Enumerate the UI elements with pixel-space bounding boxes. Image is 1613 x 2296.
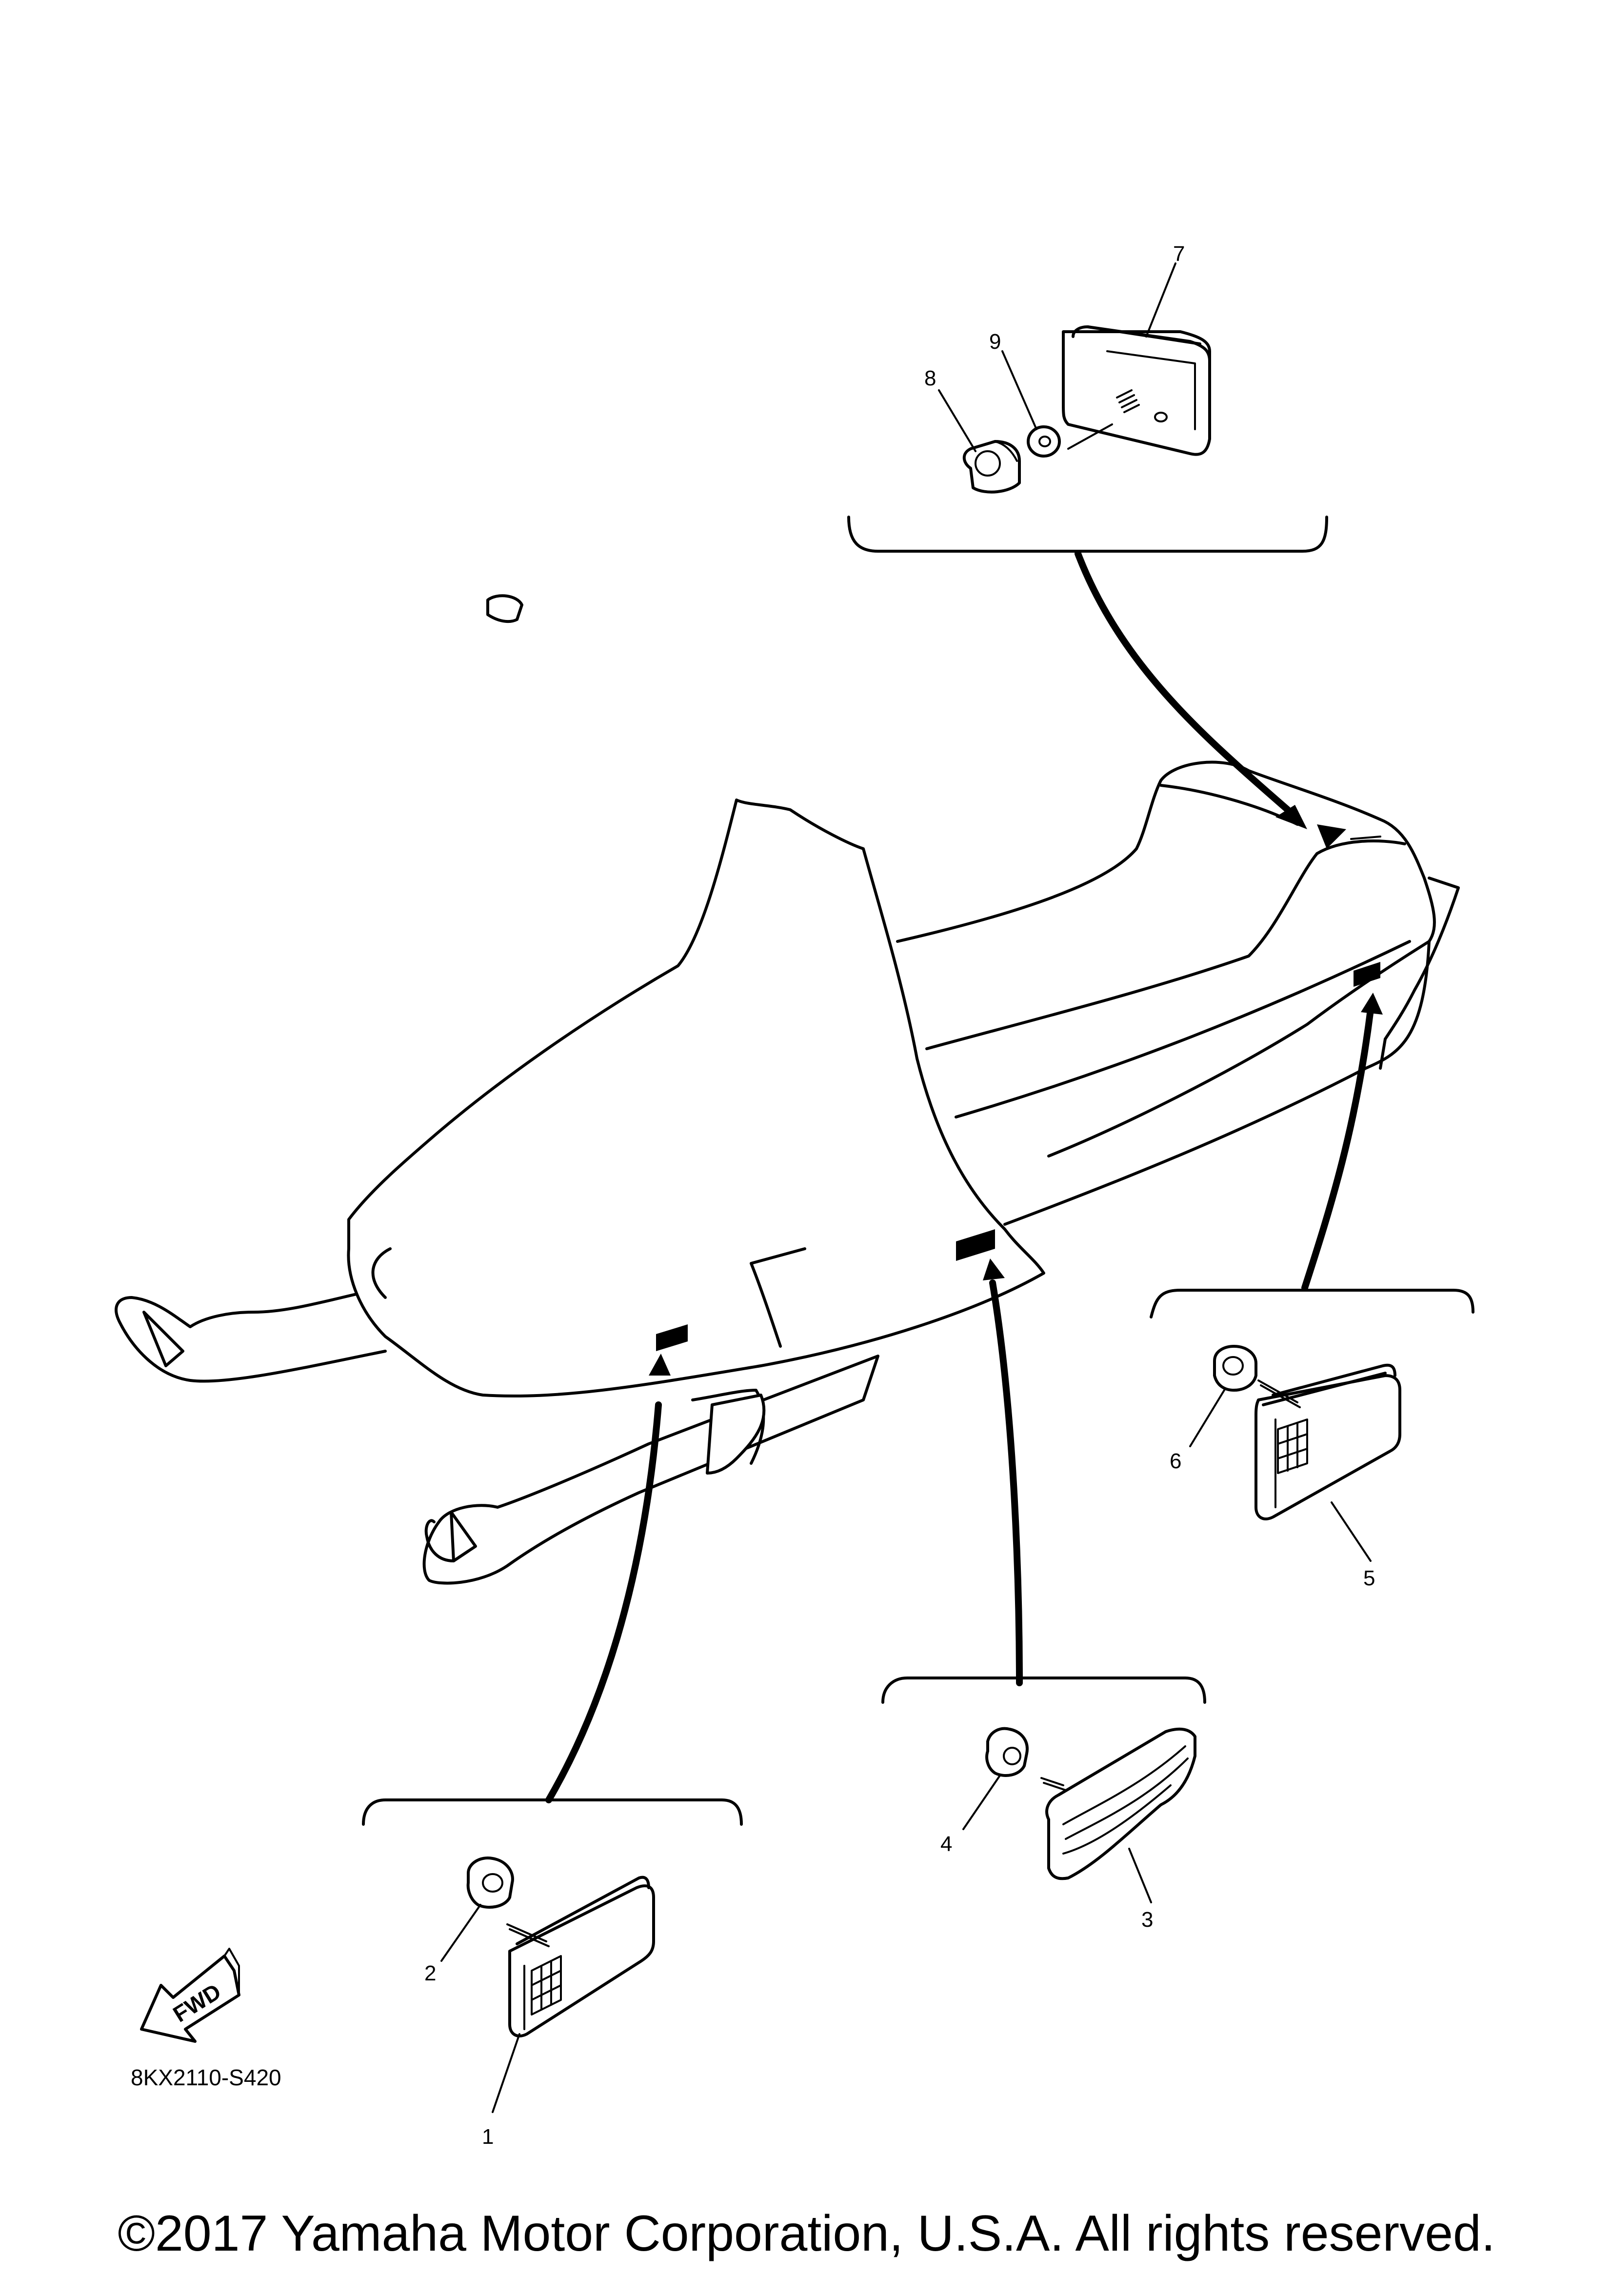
reflector-assembly-middle (962, 1727, 1196, 1903)
callout-8: 8 (924, 366, 936, 390)
reflector-assembly-front (440, 1857, 655, 2113)
callout-2: 2 (424, 1961, 436, 1985)
nut-6 (1213, 1345, 1257, 1392)
location-tab-rear (1354, 962, 1380, 987)
nut-2 (466, 1857, 514, 1909)
nut-4 (985, 1727, 1029, 1777)
callout-5: 5 (1363, 1566, 1375, 1590)
leader-arrows (545, 550, 1383, 1803)
lower-ski (422, 1355, 879, 1585)
callout-numbers: 1 2 3 4 5 6 7 8 9 (424, 242, 1375, 2149)
snowmobile-outline (115, 594, 1460, 1585)
copyright-notice: ©2017 Yamaha Motor Corporation, U.S.A. A… (118, 2205, 1495, 2262)
callout-3: 3 (1141, 1908, 1153, 1932)
reflector-1 (508, 1876, 655, 2037)
washer-9 (1027, 425, 1061, 458)
reflector-locations (656, 824, 1381, 1351)
hood (347, 799, 1045, 1398)
callout-7: 7 (1173, 242, 1185, 266)
reflector-3 (1045, 1727, 1196, 1880)
reflector-assembly-right (1189, 1345, 1401, 1562)
callout-6: 6 (1170, 1449, 1181, 1473)
upper-ski (115, 1286, 387, 1383)
bolt-stud (1116, 389, 1140, 413)
reflector-7 (1062, 325, 1211, 456)
callout-9: 9 (989, 330, 1001, 354)
callout-4: 4 (940, 1832, 952, 1856)
reflector-5 (1255, 1363, 1401, 1520)
location-tab-front (656, 1324, 688, 1351)
seat-body (896, 760, 1436, 1158)
location-tab-tail (1317, 824, 1346, 849)
fwd-direction-icon: FWD (140, 1948, 240, 2043)
callout-1: 1 (482, 2125, 494, 2149)
reflector-assembly-rear (938, 262, 1211, 494)
nut-8 (962, 440, 1021, 494)
diagram-code: 8KX2110-S420 (131, 2065, 281, 2090)
location-tab-mid (956, 1229, 995, 1261)
group-brackets (362, 516, 1474, 1826)
